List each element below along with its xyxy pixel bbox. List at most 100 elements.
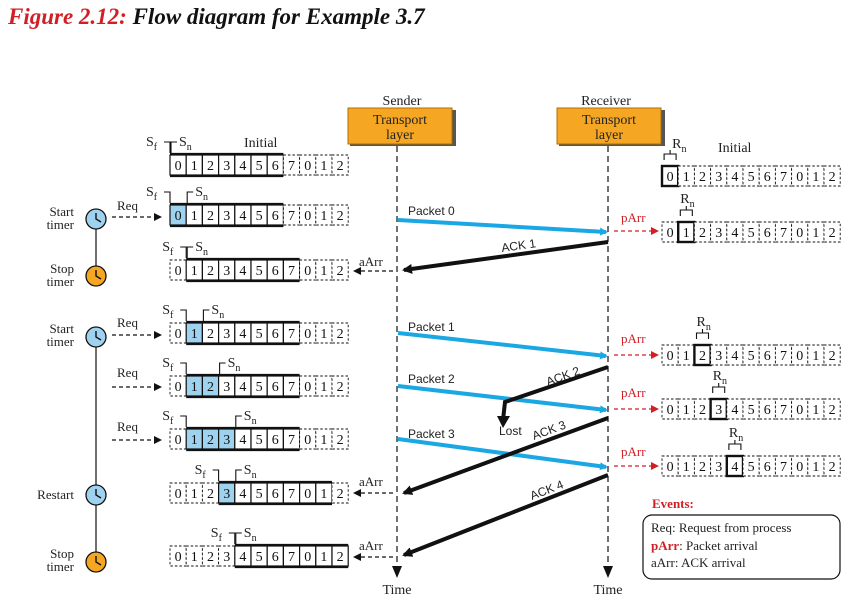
legend-parr-desc: : Packet arrival <box>679 538 758 553</box>
rn-label-letter: R <box>680 192 690 207</box>
sender-seq-number: 0 <box>304 159 311 174</box>
sn-pointer <box>235 469 242 481</box>
sender-seq-number: 1 <box>320 327 327 342</box>
receiver-seq-cell <box>774 221 793 243</box>
sf-label-letter: S <box>146 185 154 200</box>
receiver-seq-cell <box>693 398 712 420</box>
receiver-seq-cell <box>710 221 728 243</box>
sender-seq-number: 2 <box>337 487 344 502</box>
rn-pointer <box>663 153 677 160</box>
sn-pointer <box>170 141 177 153</box>
sender-seq-number: 7 <box>288 159 295 174</box>
stop-timer-label-2a: Stop <box>50 546 74 561</box>
packet-3-arrow <box>397 437 608 471</box>
sf-label-sub: f <box>219 533 223 544</box>
sender-label: Sender <box>383 94 422 109</box>
rn-label-sub: n <box>690 199 695 210</box>
sender-seq-number: 4 <box>239 433 246 448</box>
sn-label: Sn <box>211 303 224 321</box>
sf-label: Sf <box>146 135 158 153</box>
receiver-seq-number: 2 <box>829 170 836 185</box>
sender-seq-cell <box>282 154 301 176</box>
receiver-seq-cell <box>742 221 760 243</box>
receiver-seq-number: 6 <box>764 170 771 185</box>
rn-label-sub: n <box>738 433 743 444</box>
sender-seq-number: 0 <box>175 327 182 342</box>
sender-seq-cell <box>331 259 349 281</box>
sender-seq-number: 2 <box>207 433 214 448</box>
figure-number: Figure 2.12: <box>8 4 127 29</box>
receiver-seq-number: 4 <box>731 226 738 241</box>
sender-seq-number: 5 <box>256 209 263 224</box>
receiver-initial-label: Initial <box>718 141 752 156</box>
sender-seq-number: 2 <box>207 380 214 395</box>
sn-pointer <box>186 246 194 258</box>
receiver-seq-cell <box>807 165 825 187</box>
receiver-seq-cell <box>742 398 760 420</box>
receiver-seq-number: 0 <box>667 226 674 241</box>
sender-seq-number: 1 <box>191 487 198 502</box>
sender-seq-number: 0 <box>175 433 182 448</box>
sender-seq-number: 2 <box>337 209 344 224</box>
sn-label: Sn <box>244 409 257 427</box>
receiver-seq-number: 2 <box>829 460 836 475</box>
sn-label-sub: n <box>252 470 257 481</box>
restart-timer-icon <box>85 484 107 506</box>
rn-label-letter: R <box>713 369 723 384</box>
receiver-seq-number: 0 <box>796 460 803 475</box>
sn-label-sub: n <box>219 310 224 321</box>
packet-1-arrow <box>397 331 608 360</box>
receiver-seq-cell <box>661 398 679 420</box>
sender-seq-cell <box>331 204 349 226</box>
parr-label-4: pArr <box>621 444 646 459</box>
start-timer-label-2b: timer <box>47 334 75 349</box>
sender-seq-number: 3 <box>223 380 230 395</box>
receiver-seq-number: 3 <box>715 403 722 418</box>
receiver-seq-cell <box>726 221 744 243</box>
sender-seq-cell <box>201 482 220 504</box>
sender-seq-cell <box>315 428 333 450</box>
sn-label-sub: n <box>252 416 257 427</box>
receiver-seq-number: 2 <box>699 349 706 364</box>
receiver-seq-cell <box>774 455 793 477</box>
sf-label-sub: f <box>170 247 174 258</box>
sn-pointer <box>235 415 242 427</box>
sender-seq-number: 0 <box>304 209 311 224</box>
rn-label-letter: R <box>672 137 682 152</box>
sender-initial-label: Initial <box>244 136 278 151</box>
legend-title: Events: <box>652 496 694 511</box>
rn-label-sub: n <box>681 144 686 155</box>
sender-seq-number: 3 <box>223 209 230 224</box>
sender-seq-number: 7 <box>288 380 295 395</box>
stop-timer-label-1a: Stop <box>50 261 74 276</box>
sender-seq-number: 4 <box>239 380 246 395</box>
sn-pointer <box>235 532 242 544</box>
rn-label-letter: R <box>697 315 707 330</box>
receiver-label: Receiver <box>581 94 631 109</box>
sender-seq-number: 2 <box>207 209 214 224</box>
sender-seq-cell <box>201 545 220 567</box>
ack-2-label: ACK 2 <box>544 364 582 389</box>
sf-label: Sf <box>195 463 207 481</box>
sf-pointer <box>180 246 187 258</box>
sf-pointer <box>212 469 220 481</box>
sender-seq-number: 2 <box>337 264 344 279</box>
sender-seq-cell <box>315 322 333 344</box>
sn-label-letter: S <box>211 303 219 318</box>
legend-req-key: Req: <box>651 520 676 535</box>
rn-label: Rn <box>729 426 743 444</box>
sender-seq-number: 1 <box>191 433 198 448</box>
receiver-seq-cell <box>823 344 841 366</box>
rn-pointer <box>679 209 693 216</box>
aarr-label-3: aArr <box>359 538 383 553</box>
receiver-seq-cell <box>710 455 728 477</box>
ack-3-arrow <box>402 416 609 495</box>
sender-seq-cell <box>315 259 333 281</box>
sender-seq-number: 0 <box>304 380 311 395</box>
receiver-seq-number: 1 <box>812 403 819 418</box>
sender-seq-cell <box>299 322 317 344</box>
